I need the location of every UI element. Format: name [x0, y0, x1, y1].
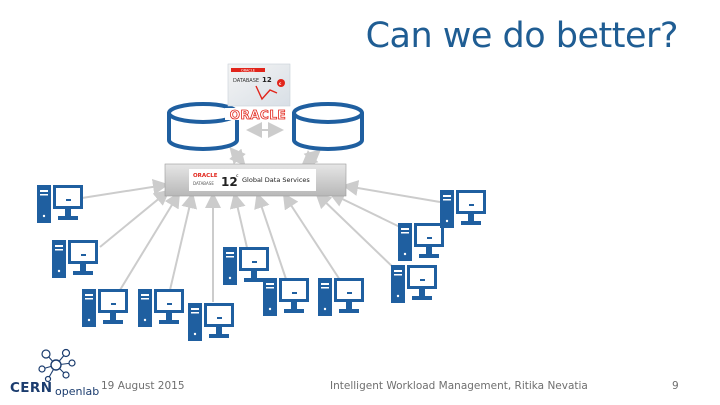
product-brand: ORACLE: [241, 69, 255, 73]
gds-sub-brand: DATABASE: [193, 181, 214, 186]
cern-text: CERN: [10, 380, 53, 396]
gds-version-suffix: c: [236, 174, 239, 179]
page-number: 9: [672, 380, 679, 392]
computer-icon: [82, 289, 128, 327]
product-version-suffix: c: [279, 81, 282, 86]
oracle-logo: ORACLE: [225, 108, 291, 122]
slide-title: Can we do better?: [365, 16, 679, 56]
computer-icon: [188, 303, 234, 341]
gds-label: Global Data Services: [242, 176, 310, 184]
gds-brand: ORACLE: [193, 173, 218, 179]
openlab-text: openlab: [55, 385, 100, 398]
cern-logo-graphic: [38, 348, 76, 383]
footer-date: 19 August 2015: [101, 380, 185, 392]
computer-icon: [398, 223, 444, 261]
oracle-product-box: ORACLE DATABASE 12 c: [227, 63, 291, 107]
computer-icon: [52, 240, 98, 278]
database-icon: [292, 102, 364, 151]
computer-icon: [440, 190, 486, 228]
cern-openlab-logo: CERN openlab: [8, 345, 100, 400]
computer-icon: [138, 289, 184, 327]
product-version: 12: [262, 76, 272, 84]
global-data-services-box: ORACLE DATABASE 12 c Global Data Service…: [164, 163, 347, 197]
computer-icon: [391, 265, 437, 303]
computer-icon: [318, 278, 364, 316]
footer-presentation-info: Intelligent Workload Management, Ritika …: [330, 380, 588, 392]
computer-icon: [37, 185, 83, 223]
gds-version: 12: [221, 175, 238, 189]
computer-icon: [263, 278, 309, 316]
connection-arrows: [81, 122, 441, 302]
oracle-logo-text: ORACLE: [230, 108, 286, 122]
product-sub-brand: DATABASE: [233, 78, 259, 84]
computer-icon: [223, 247, 269, 285]
